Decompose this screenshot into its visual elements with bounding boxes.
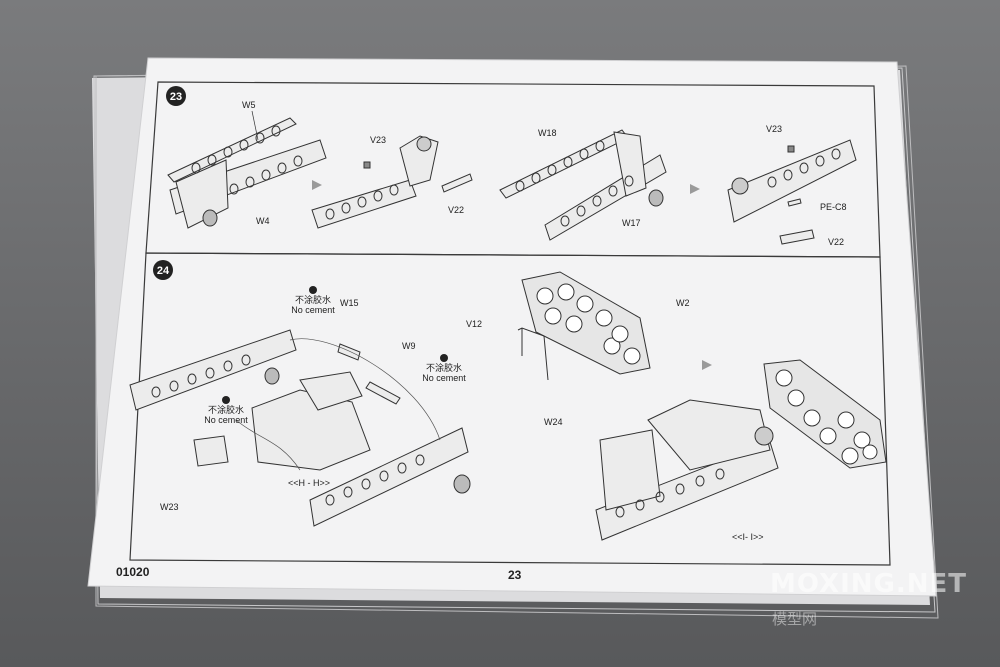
label-section-h: <<H - H>> [288, 478, 330, 488]
label-v23-a: V23 [370, 135, 386, 145]
no-cement-1: 不涂胶水 No cement [291, 286, 335, 315]
label-section-i: <<I- I>> [732, 532, 764, 542]
watermark-sub: 模型网 [772, 610, 817, 628]
label-pe-c8: PE-C8 [820, 202, 847, 212]
label-w4: W4 [256, 216, 270, 226]
step23-part-w5-w4 [167, 117, 327, 229]
svg-text:No cement: No cement [291, 305, 335, 315]
page-number: 23 [508, 568, 522, 582]
watermark-main: MOXING.NET [770, 569, 967, 599]
step24-left-assembly [129, 329, 471, 527]
label-w15: W15 [340, 298, 359, 308]
no-cement-2: 不涂胶水 No cement [422, 354, 466, 383]
step24-right-assembly [595, 359, 887, 541]
svg-text:不涂胶水: 不涂胶水 [295, 294, 331, 305]
label-v12: V12 [466, 319, 482, 329]
step23-assembly-a [311, 135, 473, 229]
label-w18: W18 [538, 128, 557, 138]
label-w2: W2 [676, 298, 690, 308]
instruction-sheet [87, 57, 937, 597]
arrow-icon [702, 360, 712, 370]
step23-part-w18-w17 [499, 129, 667, 241]
svg-text:No cement: No cement [204, 415, 248, 425]
label-w24: W24 [544, 417, 563, 427]
label-w9: W9 [402, 341, 416, 351]
svg-text:24: 24 [157, 265, 170, 277]
label-v22-a: V22 [448, 205, 464, 215]
label-w5: W5 [242, 100, 256, 110]
step24-panel-w2 [517, 271, 651, 381]
step24-badge: 24 [153, 260, 173, 280]
label-w23: W23 [160, 502, 179, 512]
no-cement-3: 不涂胶水 No cement [204, 396, 248, 425]
arrow-icon [690, 184, 700, 194]
svg-text:不涂胶水: 不涂胶水 [426, 362, 462, 373]
svg-text:不涂胶水: 不涂胶水 [208, 404, 244, 415]
svg-text:23: 23 [170, 91, 182, 103]
label-w17: W17 [622, 218, 641, 228]
kit-code: 01020 [116, 565, 150, 579]
step23-badge: 23 [166, 86, 186, 106]
svg-text:No cement: No cement [422, 373, 466, 383]
step23-assembly-b [727, 139, 857, 245]
label-v22-b: V22 [828, 237, 844, 247]
step24-frame [129, 252, 891, 566]
label-v23-b: V23 [766, 124, 782, 134]
arrow-icon [312, 180, 322, 190]
